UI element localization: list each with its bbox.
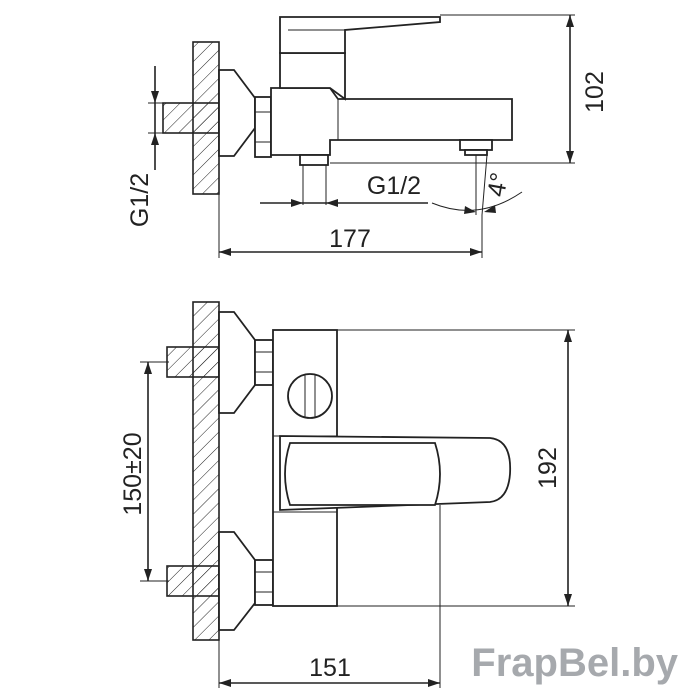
lower-nut — [254, 559, 274, 606]
center-distance-label: 150±20 — [119, 432, 147, 515]
upper-nut — [254, 339, 274, 386]
lever-inner — [284, 442, 441, 506]
mixer-body-side — [270, 87, 513, 156]
height-dim-label: 102 — [581, 71, 609, 113]
upper-escutcheon — [218, 311, 256, 414]
side-view: 102 G1/2 G1/2 4° 177 — [126, 14, 609, 258]
body-height-label: 192 — [534, 447, 562, 489]
depth-dim-label: 151 — [309, 654, 351, 682]
inlet-thread-label: G1/2 — [126, 173, 154, 227]
diverter-knob-front — [287, 373, 333, 419]
diverter-knob — [299, 154, 329, 166]
outlet-thread-label: G1/2 — [367, 172, 421, 200]
lower-inlet-pipe — [166, 565, 220, 597]
lower-escutcheon — [218, 531, 256, 631]
watermark-text: FrapBel.by — [471, 641, 678, 685]
front-view: 150±20 192 151 — [119, 301, 575, 688]
escutcheon-top — [218, 69, 256, 157]
upper-inlet-pipe — [166, 346, 220, 378]
inlet-pipe — [162, 102, 220, 134]
aerator-outlet — [459, 139, 493, 151]
nut-top — [254, 96, 272, 158]
length-dim-label: 177 — [329, 225, 371, 253]
lever-handle-side — [279, 16, 441, 54]
spout-angle-label: 4° — [482, 170, 514, 198]
